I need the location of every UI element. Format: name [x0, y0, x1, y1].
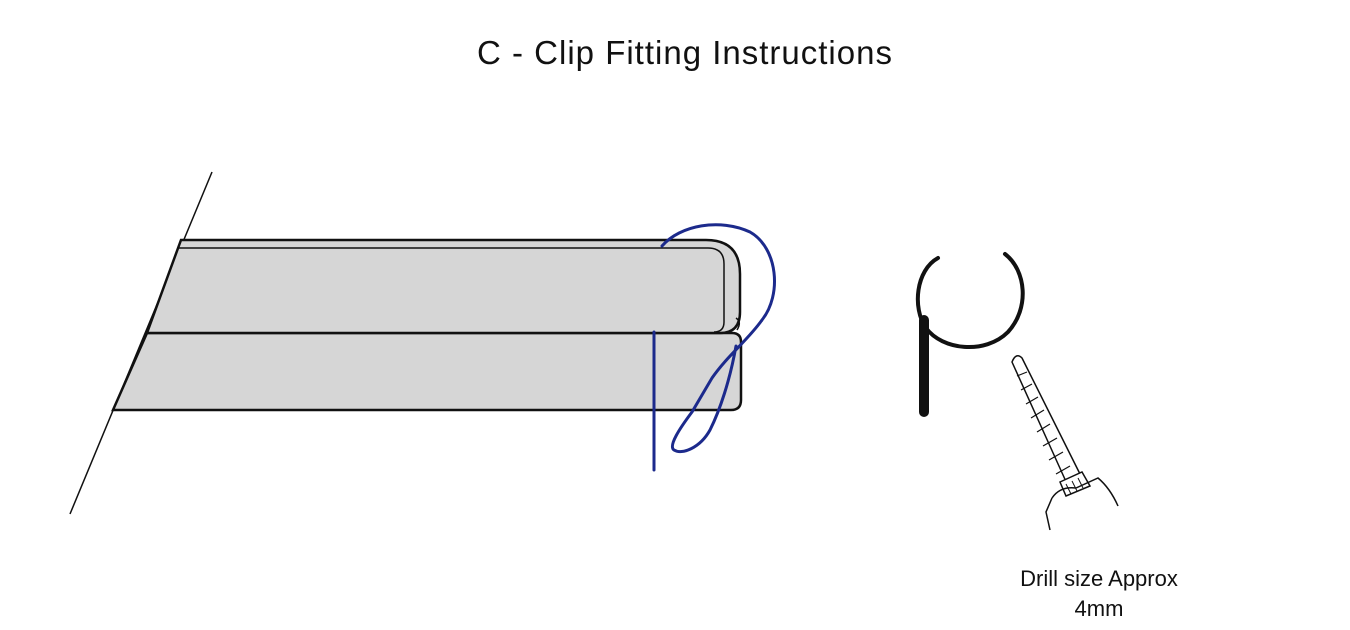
c-clip [660, 223, 776, 454]
upper-plank [145, 238, 742, 335]
hook-symbol [915, 252, 1025, 350]
drill-size-caption: Drill size Approx [1020, 566, 1178, 591]
wall-edge-line [69, 171, 213, 515]
plank-inner-edge [177, 247, 725, 333]
drill-bit-icon [1011, 355, 1119, 531]
drill-size-value: 4mm [1074, 596, 1124, 621]
plank-notch [735, 317, 740, 331]
lower-plank [111, 331, 743, 412]
page-title: C - Clip Fitting Instructions [477, 34, 893, 71]
